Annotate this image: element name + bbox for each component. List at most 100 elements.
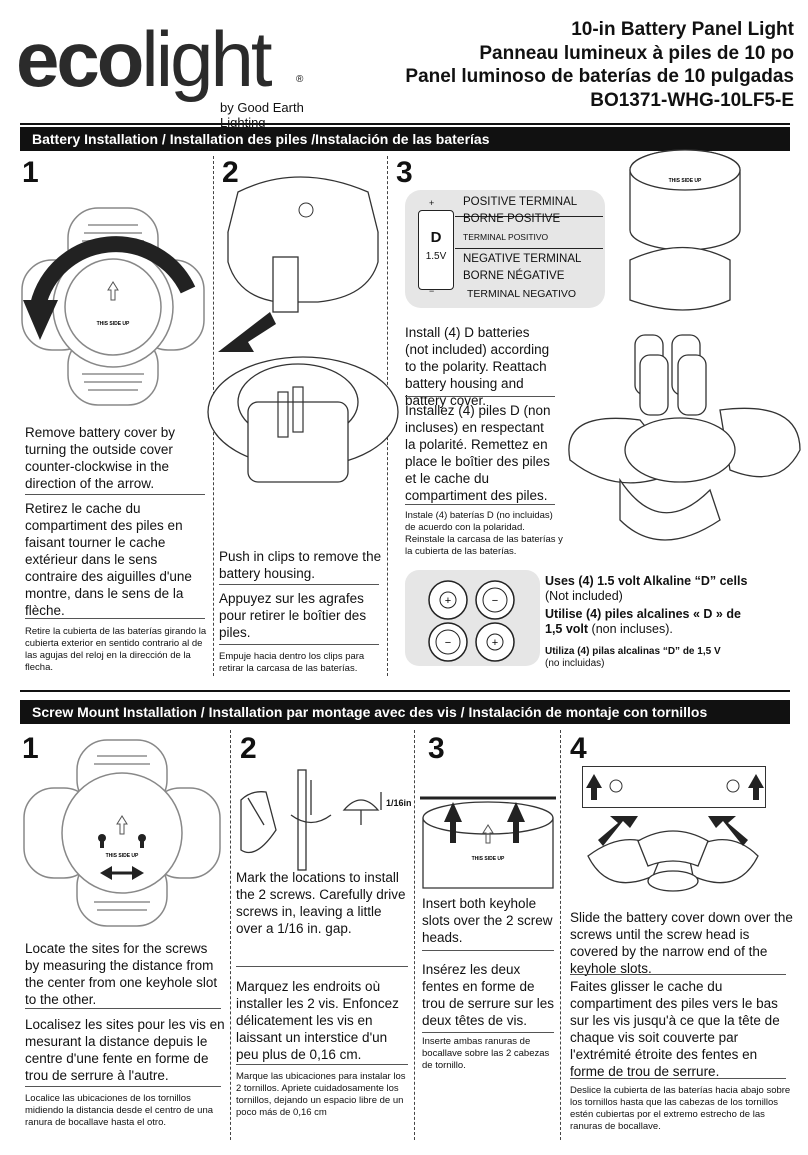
uses-es: Utiliza (4) pilas alcalinas “D” de 1,5 V…	[545, 646, 755, 670]
wordmark-light: light	[141, 15, 272, 103]
divider	[570, 1078, 786, 1079]
registered-mark: ®	[296, 74, 304, 85]
step-number: 3	[428, 732, 445, 765]
screw-section-heading: Screw Mount Installation / Installation …	[20, 700, 790, 724]
step2-text-en: Push in clips to remove the battery hous…	[219, 549, 382, 581]
up-arrow-icon	[444, 802, 462, 843]
divider	[422, 1032, 554, 1033]
negative-sign-icon: −	[445, 637, 451, 649]
step2-text-fr: Appuyez sur les agrafes pour retirer le …	[219, 591, 367, 640]
battery-section-heading: Battery Installation / Installation des …	[20, 127, 790, 151]
uses-fr: Utilise (4) piles alcalines « D » de 1,5…	[545, 607, 755, 637]
uses-en-rest: (Not included)	[545, 589, 623, 603]
screw-step2-text-en: Mark the locations to install the 2 scre…	[236, 870, 406, 936]
wordmark-eco: eco	[16, 15, 144, 103]
brand-wordmark: ecolight	[16, 14, 273, 104]
screw-step2-text-es: Marque las ubicaciones para instalar los…	[236, 1071, 406, 1118]
divider	[25, 618, 205, 619]
step1-text-es: Retire la cubierta de las baterías giran…	[25, 626, 207, 673]
brand-tagline: by Good Earth Lighting	[220, 100, 304, 130]
step-number: 1	[22, 732, 39, 765]
up-arrow-icon	[586, 774, 602, 800]
divider	[422, 950, 554, 951]
column-divider	[414, 730, 415, 1140]
battery-housing-illustration	[207, 176, 399, 483]
uses-es-bold: Utiliza (4) pilas alcalinas “D” de 1,5 V	[545, 646, 721, 657]
step-number: 3	[396, 156, 413, 189]
step3-text-es: Instale (4) baterías D (no incluidas) de…	[405, 510, 563, 557]
divider	[219, 644, 379, 645]
positive-sign-icon: +	[429, 198, 435, 208]
divider	[455, 248, 603, 249]
right-arrow-icon	[132, 866, 144, 880]
uses-fr-bold: Utilise (4) piles alcalines « D » de 1,5…	[545, 607, 741, 636]
screw-step3-text-es: Inserte ambas ranuras de bocallave sobre…	[422, 1036, 550, 1071]
positive-terminal-en: POSITIVE TERMINAL	[463, 196, 578, 208]
model-number: BO1371-WHG-10LF5-E	[590, 89, 794, 111]
divider	[455, 216, 603, 217]
step-number: 4	[570, 732, 587, 765]
push-arrow-icon	[218, 312, 276, 352]
title-es: Panel luminoso de baterías de 10 pulgada…	[405, 66, 794, 87]
screw-step1-text-fr: Localisez les sites pour les vis en mesu…	[25, 1017, 225, 1083]
this-side-up-label: THIS SIDE UP	[106, 853, 139, 859]
this-side-up-label: THIS SIDE UP	[472, 856, 505, 862]
battery-layout-diagram: + − − +	[405, 570, 540, 666]
left-arrow-icon	[100, 866, 112, 880]
divider	[219, 584, 379, 585]
step1-text-en: Remove battery cover by turning the outs…	[25, 425, 176, 491]
this-side-up-label: THIS SIDE UP	[97, 321, 130, 327]
step-number: 1	[22, 156, 39, 189]
keyhole-insert-illustration: THIS SIDE UP	[420, 796, 556, 889]
slide-cover-illustration	[586, 774, 764, 892]
battery-letter: D	[430, 229, 442, 246]
battery-assembly-illustration: THIS SIDE UP	[568, 149, 801, 541]
counterclockwise-arrow-icon	[23, 300, 58, 340]
brand-logo: ecolight ® by Good Earth Lighting	[16, 14, 346, 130]
screw-step4-text-en: Slide the battery cover down over the sc…	[570, 910, 793, 976]
battery-voltage: 1.5V	[425, 251, 447, 262]
screw-step4-text-fr: Faites glisser le cache du compartiment …	[570, 979, 780, 1079]
negative-sign-icon: −	[429, 286, 435, 296]
screw-step2-text-fr: Marquez les endroits où installer les 2 …	[236, 979, 399, 1062]
divider	[236, 1064, 408, 1065]
positive-terminal-fr: BORNE POSITIVE	[463, 213, 561, 225]
screw-step1-text-en: Locate the sites for the screws by measu…	[25, 941, 218, 1007]
step1-text-fr: Retirez le cache du compartiment des pil…	[25, 501, 192, 618]
uses-es-rest: (no incluidas)	[545, 658, 605, 669]
screw-step4-text-es: Deslice la cubierta de las baterías haci…	[570, 1085, 791, 1132]
section-divider	[20, 690, 790, 692]
positive-terminal-es: TERMINAL POSITIVO	[463, 232, 549, 242]
ceiling-panel	[582, 766, 766, 808]
column-divider	[560, 730, 561, 1140]
uses-en-bold: Uses (4) 1.5 volt Alkaline “D” cells	[545, 574, 748, 588]
negative-terminal-es: TERMINAL NEGATIVO	[467, 288, 577, 300]
screw-step3-text-en: Insert both keyhole slots over the 2 scr…	[422, 896, 553, 945]
divider	[570, 974, 786, 975]
title-fr: Panneau lumineux à piles de 10 po	[479, 42, 794, 64]
positive-sign-icon: +	[492, 637, 498, 649]
d-battery-icon: D 1.5V	[418, 210, 454, 290]
polarity-diagram: D 1.5V + − POSITIVE TERMINAL BORNE POSIT…	[405, 190, 605, 308]
step-number: 2	[222, 156, 239, 189]
step-number: 2	[240, 732, 257, 765]
negative-terminal-en: NEGATIVE TERMINAL	[463, 253, 582, 265]
mark-and-drive-illustration	[240, 769, 382, 871]
divider	[25, 494, 205, 495]
divider	[236, 966, 408, 967]
negative-sign-icon: −	[492, 595, 498, 607]
up-arrow-icon	[507, 802, 525, 843]
header-divider	[20, 123, 790, 125]
up-arrow-icon	[748, 774, 764, 800]
title-en: 10-in Battery Panel Light	[571, 19, 794, 40]
negative-terminal-fr: BORNE NÉGATIVE	[463, 270, 565, 282]
product-title-block: 10-in Battery Panel Light Panneau lumine…	[405, 18, 794, 112]
keyhole-measure-illustration: THIS SIDE UP	[23, 739, 221, 927]
screw-step1-text-es: Localice las ubicaciones de los tornillo…	[25, 1093, 214, 1128]
positive-sign-icon: +	[445, 595, 451, 607]
divider	[405, 396, 555, 397]
uses-en: Uses (4) 1.5 volt Alkaline “D” cells (No…	[545, 574, 755, 604]
divider	[25, 1008, 221, 1009]
divider	[405, 504, 555, 505]
gap-label: 1/16in	[386, 798, 412, 808]
